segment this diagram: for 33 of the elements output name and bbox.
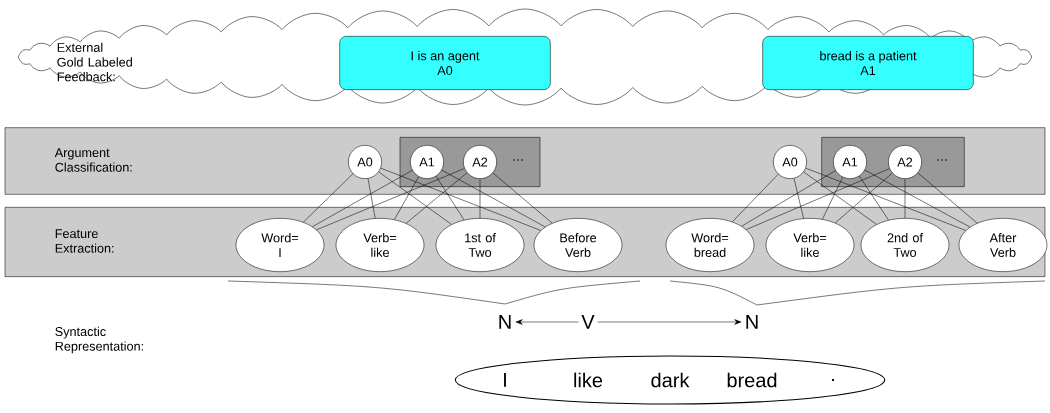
connector-line (746, 168, 890, 230)
arrow (597, 319, 742, 325)
connector-line (822, 177, 843, 220)
connector-line (479, 178, 481, 219)
syntax-symbol: V (581, 315, 595, 329)
connector-line (741, 170, 836, 227)
connector-line (732, 173, 779, 223)
connector-line (303, 173, 354, 223)
connector-line (435, 176, 465, 221)
syntax-symbol: N (499, 315, 511, 329)
connector-line (803, 171, 877, 225)
connector-line (367, 178, 376, 219)
connector-line (793, 178, 804, 219)
syntax-symbol: N (746, 315, 758, 329)
connector-line (405, 172, 468, 224)
connector-line (917, 172, 978, 224)
connector-line (312, 170, 413, 227)
feedback-box: bread is a patient A1 (762, 36, 974, 90)
connector-line (904, 178, 906, 219)
connector-line (805, 167, 966, 231)
connector-line (378, 171, 452, 225)
layer-label: Syntactic Representation: (55, 326, 143, 354)
connector-line (492, 172, 553, 224)
speech-bubble: I like dark bread . (454, 355, 886, 405)
connector-line (441, 169, 546, 228)
connector-line (316, 168, 465, 231)
connector-line (835, 172, 893, 224)
feedback-box: I is an agent A0 (339, 36, 551, 90)
arrow (515, 319, 579, 325)
connector-line (864, 169, 971, 228)
connector-line (380, 167, 541, 231)
connector-line (859, 175, 889, 221)
connector-line (394, 176, 419, 220)
